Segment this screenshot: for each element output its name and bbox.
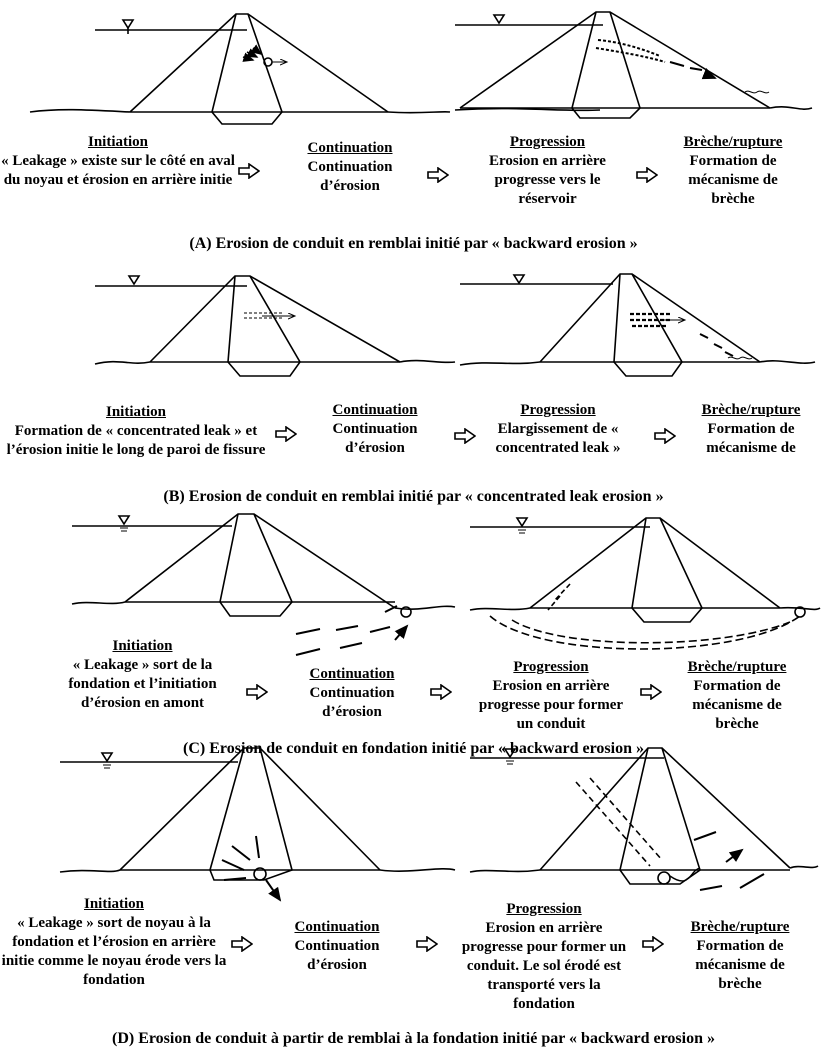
- stage-title: Continuation: [294, 919, 380, 935]
- stage-title: Brèche/rupture: [683, 134, 783, 150]
- arrow-right-icon: [654, 428, 676, 444]
- stage-b-progression: Progression Elargissement de « concentra…: [488, 401, 628, 458]
- stage-title: Initiation: [112, 638, 173, 654]
- stage-description: Erosion en arrière progresse pour former…: [461, 920, 627, 1012]
- stage-a-continuation: Continuation Continuation d’érosion: [285, 139, 415, 196]
- caption-b: (B) Erosion de conduit en remblai initié…: [163, 488, 664, 505]
- arrow-right-icon: [231, 936, 253, 952]
- stage-title: Initiation: [87, 134, 148, 150]
- stage-description: Continuation d’érosion: [332, 421, 418, 456]
- dam-d-initiation: [59, 747, 456, 900]
- stage-description: Formation de mécanisme de brèche: [695, 938, 785, 992]
- stage-description: Erosion en arrière progresse vers le rés…: [489, 153, 606, 207]
- stage-d-progression: Progression Erosion en arrière progresse…: [458, 900, 630, 1014]
- stage-title: Initiation: [105, 404, 166, 420]
- stage-c-initiation: Initiation « Leakage » sort de la fondat…: [55, 637, 230, 713]
- stage-d-breach: Brèche/rupture Formation de mécanisme de…: [675, 918, 805, 994]
- stage-description: Formation de « concentrated leak » et l’…: [6, 423, 266, 458]
- arrow-right-icon: [427, 167, 449, 183]
- arrow-right-icon: [246, 684, 268, 700]
- stage-description: Formation de mécanisme de brèche: [692, 678, 782, 732]
- arrow-right-icon: [640, 684, 662, 700]
- stage-title: Progression: [513, 659, 589, 675]
- dam-a-progression: [454, 11, 813, 119]
- stage-title: Progression: [506, 901, 582, 917]
- stage-title: Continuation: [332, 402, 418, 418]
- stage-description: « Leakage » existe sur le côté en aval d…: [1, 153, 235, 188]
- stage-c-progression: Progression Erosion en arrière progresse…: [470, 658, 632, 734]
- stage-title: Progression: [509, 134, 586, 150]
- stage-title: Progression: [520, 402, 596, 418]
- caption-d: (D) Erosion de conduit à partir de rembl…: [111, 1030, 715, 1047]
- arrow-right-icon: [454, 428, 476, 444]
- arrow-right-icon: [636, 167, 658, 183]
- dam-b-initiation: [94, 275, 456, 377]
- stage-title: Continuation: [307, 140, 393, 156]
- stage-b-continuation: Continuation Continuation d’érosion: [312, 401, 438, 458]
- stage-a-breach: Brèche/rupture Formation de mécanisme de…: [668, 133, 798, 209]
- stage-description: « Leakage » sort de la fondation et l’in…: [68, 657, 217, 711]
- dam-d-progression: [469, 747, 819, 891]
- stage-title: Continuation: [309, 666, 395, 682]
- stage-title: Brèche/rupture: [687, 659, 787, 675]
- stage-d-initiation: Initiation « Leakage » sort de noyau à l…: [0, 895, 228, 990]
- stage-description: Continuation d’érosion: [294, 938, 380, 973]
- arrow-right-icon: [275, 426, 297, 442]
- stage-title: Brèche/rupture: [701, 402, 801, 418]
- stage-d-continuation: Continuation Continuation d’érosion: [275, 918, 399, 975]
- stage-c-breach: Brèche/rupture Formation de mécanisme de…: [672, 658, 802, 734]
- dam-a-initiation: [29, 13, 451, 125]
- stage-title: Initiation: [83, 896, 144, 912]
- stage-a-initiation: Initiation « Leakage » existe sur le côt…: [0, 133, 236, 190]
- dam-c-progression: [469, 517, 821, 650]
- arrow-right-icon: [430, 684, 452, 700]
- stage-a-progression: Progression Erosion en arrière progresse…: [470, 133, 625, 209]
- caption-a: (A) Erosion de conduit en remblai initié…: [189, 235, 638, 252]
- stage-title: Brèche/rupture: [690, 919, 790, 935]
- stage-c-continuation: Continuation Continuation d’érosion: [290, 665, 414, 722]
- caption-c: (C) Erosion de conduit en fondation init…: [183, 740, 644, 757]
- arrow-right-icon: [238, 163, 260, 179]
- stage-description: Elargissement de « concentrated leak »: [495, 421, 621, 456]
- arrow-right-icon: [416, 936, 438, 952]
- stage-description: Formation de mécanisme de brèche: [688, 153, 778, 207]
- arrow-right-icon: [642, 936, 664, 952]
- stage-description: Continuation d’érosion: [307, 159, 393, 194]
- dam-b-progression: [459, 273, 816, 377]
- dam-c-initiation: [71, 513, 456, 656]
- stage-b-initiation: Initiation Formation de « concentrated l…: [0, 403, 272, 460]
- stage-description: Continuation d’érosion: [309, 685, 395, 720]
- stage-b-breach: Brèche/rupture Formation de mécanisme de: [686, 401, 816, 458]
- stage-description: Erosion en arrière progresse pour former…: [478, 678, 624, 732]
- stage-description: Formation de mécanisme de: [706, 421, 796, 456]
- stage-description: « Leakage » sort de noyau à la fondation…: [1, 915, 227, 988]
